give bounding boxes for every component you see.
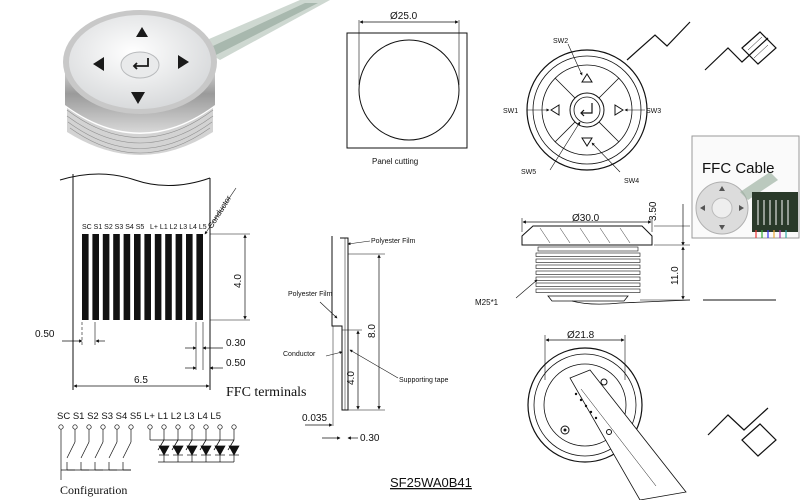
height-40-label: 4.0 [233, 274, 244, 288]
sw4-label: SW4 [624, 178, 639, 185]
model-number: SF25WA0B41 [390, 475, 472, 490]
circuit-wire [171, 439, 179, 451]
led-diode [228, 445, 240, 456]
conductor-pad [102, 234, 110, 320]
thickness-0035-label: 0.035 [302, 413, 327, 424]
panel-cutting-drawing: Ø25.0 Panel cutting [346, 11, 468, 166]
diameter-25-label: Ø25.0 [390, 11, 418, 22]
right-arrow-icon [178, 55, 189, 69]
conductor-pad [196, 234, 203, 320]
left-arrow-icon [93, 57, 104, 71]
conductor-mid-label: Conductor [283, 351, 316, 358]
conductor-pads [82, 234, 203, 320]
circuit-terminal [72, 424, 78, 430]
height-350-label: 3.50 [648, 201, 659, 221]
product-photo [63, 0, 330, 155]
circuit-terminal [161, 424, 167, 430]
ffc-stripe-top [744, 32, 769, 59]
led-diode [214, 445, 226, 456]
conductor-pad [186, 234, 193, 320]
side-view-drawing: Ø30.0 3.50 11.0 M25*1 [475, 201, 776, 307]
circuit-wire [122, 441, 132, 459]
config-pin-labels: SC S1 S2 S3 S4 S5 L+ L1 L2 L3 L4 L5 [57, 411, 221, 422]
circuit-wire [66, 441, 76, 459]
ffc-cable-label: FFC Cable [702, 160, 775, 177]
circuit-terminal [58, 424, 64, 430]
width-030-label: 0.30 [226, 338, 246, 349]
ffc-terminals-drawing: Conductor SC S1 S2 S3 S4 S5 L+ L1 L2 L3 … [35, 173, 307, 400]
led-diode [186, 445, 198, 456]
circuit-terminal [217, 424, 223, 430]
conductor-pad [92, 234, 99, 320]
diameter-30-label: Ø30.0 [572, 213, 600, 224]
circuit-terminal [100, 424, 106, 430]
config-circuit [58, 424, 240, 480]
up-arrow-icon [136, 27, 148, 37]
thread-m25-label: M25*1 [475, 298, 499, 307]
length-80-label: 8.0 [367, 324, 378, 338]
configuration-label: Configuration [60, 483, 127, 497]
panel-cutting-label: Panel cutting [372, 157, 418, 166]
sw2-label: SW2 [553, 38, 568, 45]
circuit-wire [227, 439, 235, 451]
circuit-terminal [114, 424, 120, 430]
polyester-film-left-label: Polyester Film [288, 291, 333, 298]
conductor-pad [82, 234, 89, 320]
circuit-wire [80, 441, 90, 459]
ffc-terminals-label: FFC terminals [226, 385, 307, 400]
supporting-tape-label: Supporting tape [399, 377, 449, 384]
width-65-label: 6.5 [134, 375, 148, 386]
led-diode [200, 445, 212, 456]
circuit-terminal [128, 424, 134, 430]
circuit-terminal [231, 424, 237, 430]
enter-icon [132, 58, 149, 70]
circuit-terminal [147, 424, 153, 430]
bottom-view-drawing: Ø21.8 [527, 330, 687, 500]
configuration-schematic: SC S1 S2 S3 S4 S5 L+ L1 L2 L3 L4 L5 Conf… [57, 411, 240, 497]
gap-050-left-label: 0.50 [35, 329, 55, 340]
diameter-218-label: Ø21.8 [567, 330, 595, 341]
down-arrow-icon [131, 92, 145, 104]
circuit-terminal [175, 424, 181, 430]
length-40-label: 4.0 [346, 371, 357, 385]
circuit-wire [157, 439, 165, 451]
conductor-pad [123, 234, 131, 320]
switch-top-view: SW2 SW1 SW3 SW4 SW5 [503, 38, 661, 185]
height-110-label: 11.0 [670, 266, 681, 285]
conductor-pad [154, 234, 162, 320]
led-diode [158, 445, 170, 456]
conductor-pad [175, 234, 183, 320]
sw1-label: SW1 [503, 108, 518, 115]
pin-labels-right: L+ L1 L2 L3 L4 L5 [150, 224, 207, 231]
circuit-wire [185, 439, 193, 451]
circuit-terminal [203, 424, 209, 430]
ffc-cross-section: 8.0 4.0 Polyester Film Polyester Film Co… [283, 236, 449, 444]
pitch-050-label: 0.50 [226, 358, 246, 369]
sw5-label: SW5 [521, 169, 536, 176]
circuit-wire [213, 439, 221, 451]
conductor-pad [113, 234, 120, 320]
circuit-wire [199, 439, 207, 451]
circuit-terminal [86, 424, 92, 430]
circuit-terminal [189, 424, 195, 430]
led-diode [172, 445, 184, 456]
circuit-wire [108, 441, 118, 459]
polyester-film-top-label: Polyester Film [371, 238, 416, 245]
conductor-pad [134, 234, 141, 320]
conductor-pad [165, 234, 172, 320]
break-symbol-icon [626, 21, 777, 457]
ffc-cable-photo: FFC Cable [691, 135, 800, 239]
thickness-030-label: 0.30 [360, 433, 380, 444]
pin-labels-left: SC S1 S2 S3 S4 S5 [82, 224, 144, 231]
circuit-wire [94, 441, 104, 459]
sw3-label: SW3 [646, 108, 661, 115]
conductor-pad [144, 234, 151, 320]
